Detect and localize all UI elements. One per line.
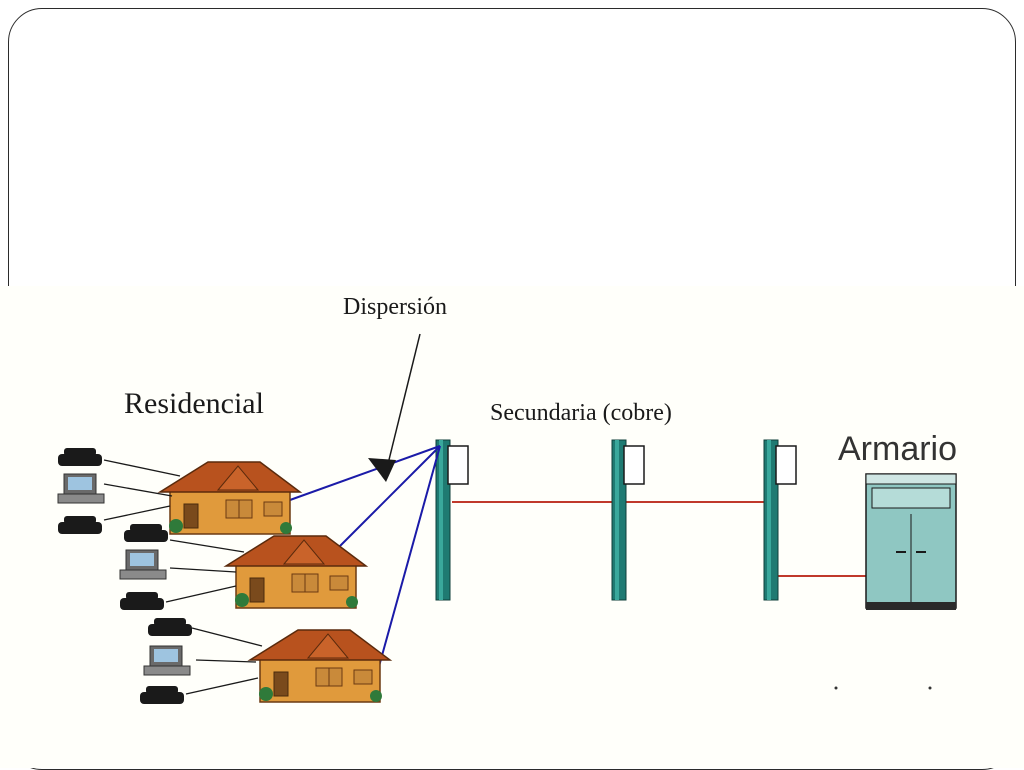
dispersion-arrow — [385, 333, 421, 473]
utility-pole-icon — [611, 439, 645, 601]
computer-icon — [143, 645, 191, 676]
telephone-icon — [58, 516, 102, 534]
telephone-icon — [124, 524, 168, 542]
secundaria-label: Secundaria (cobre) — [490, 400, 672, 426]
telephone-icon — [58, 448, 102, 466]
residencial-label: Residencial — [124, 387, 264, 420]
computer-icon — [119, 549, 167, 580]
utility-pole-icon — [435, 439, 469, 601]
dispersion-label: Dispersión — [343, 294, 447, 320]
cabinet-icon — [865, 473, 957, 610]
house-icon — [159, 461, 301, 535]
telephone-icon — [148, 618, 192, 636]
network-diagram — [0, 286, 1024, 768]
armario-label: Armario — [838, 430, 958, 468]
house-icon — [249, 629, 391, 703]
computer-icon — [57, 473, 105, 504]
telephone-icon — [140, 686, 184, 704]
house-icon — [225, 535, 367, 609]
telephone-icon — [120, 592, 164, 610]
